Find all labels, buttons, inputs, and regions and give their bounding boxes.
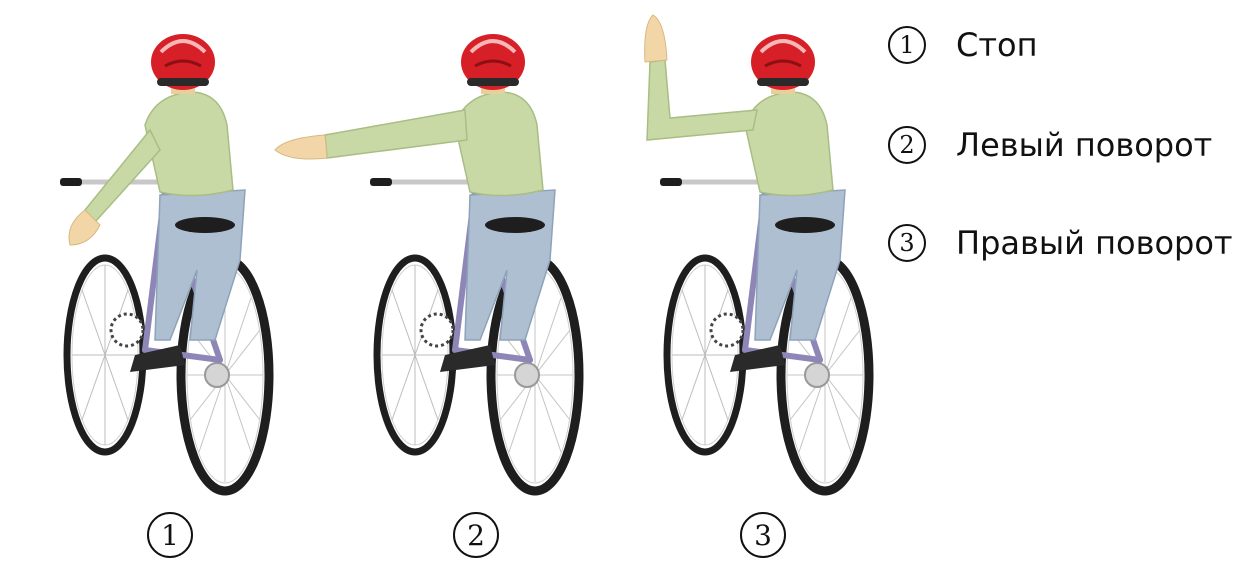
cyclist-2 xyxy=(275,34,579,491)
legend-number: 2 xyxy=(888,126,926,164)
legend-item-right-turn: 3 Правый поворот xyxy=(888,218,1233,268)
legend-label: Левый поворот xyxy=(956,126,1212,164)
legend-item-left-turn: 2 Левый поворот xyxy=(888,120,1212,170)
legend-item-stop: 1 Стоп xyxy=(888,20,1037,70)
caption-1: 1 xyxy=(147,512,193,558)
cyclist-3 xyxy=(645,15,869,491)
cyclist-1 xyxy=(60,34,269,491)
legend-number: 3 xyxy=(888,224,926,262)
legend-label: Стоп xyxy=(956,26,1037,64)
legend-number: 1 xyxy=(888,26,926,64)
legend-label: Правый поворот xyxy=(956,224,1233,262)
caption-2: 2 xyxy=(453,512,499,558)
caption-3: 3 xyxy=(740,512,786,558)
